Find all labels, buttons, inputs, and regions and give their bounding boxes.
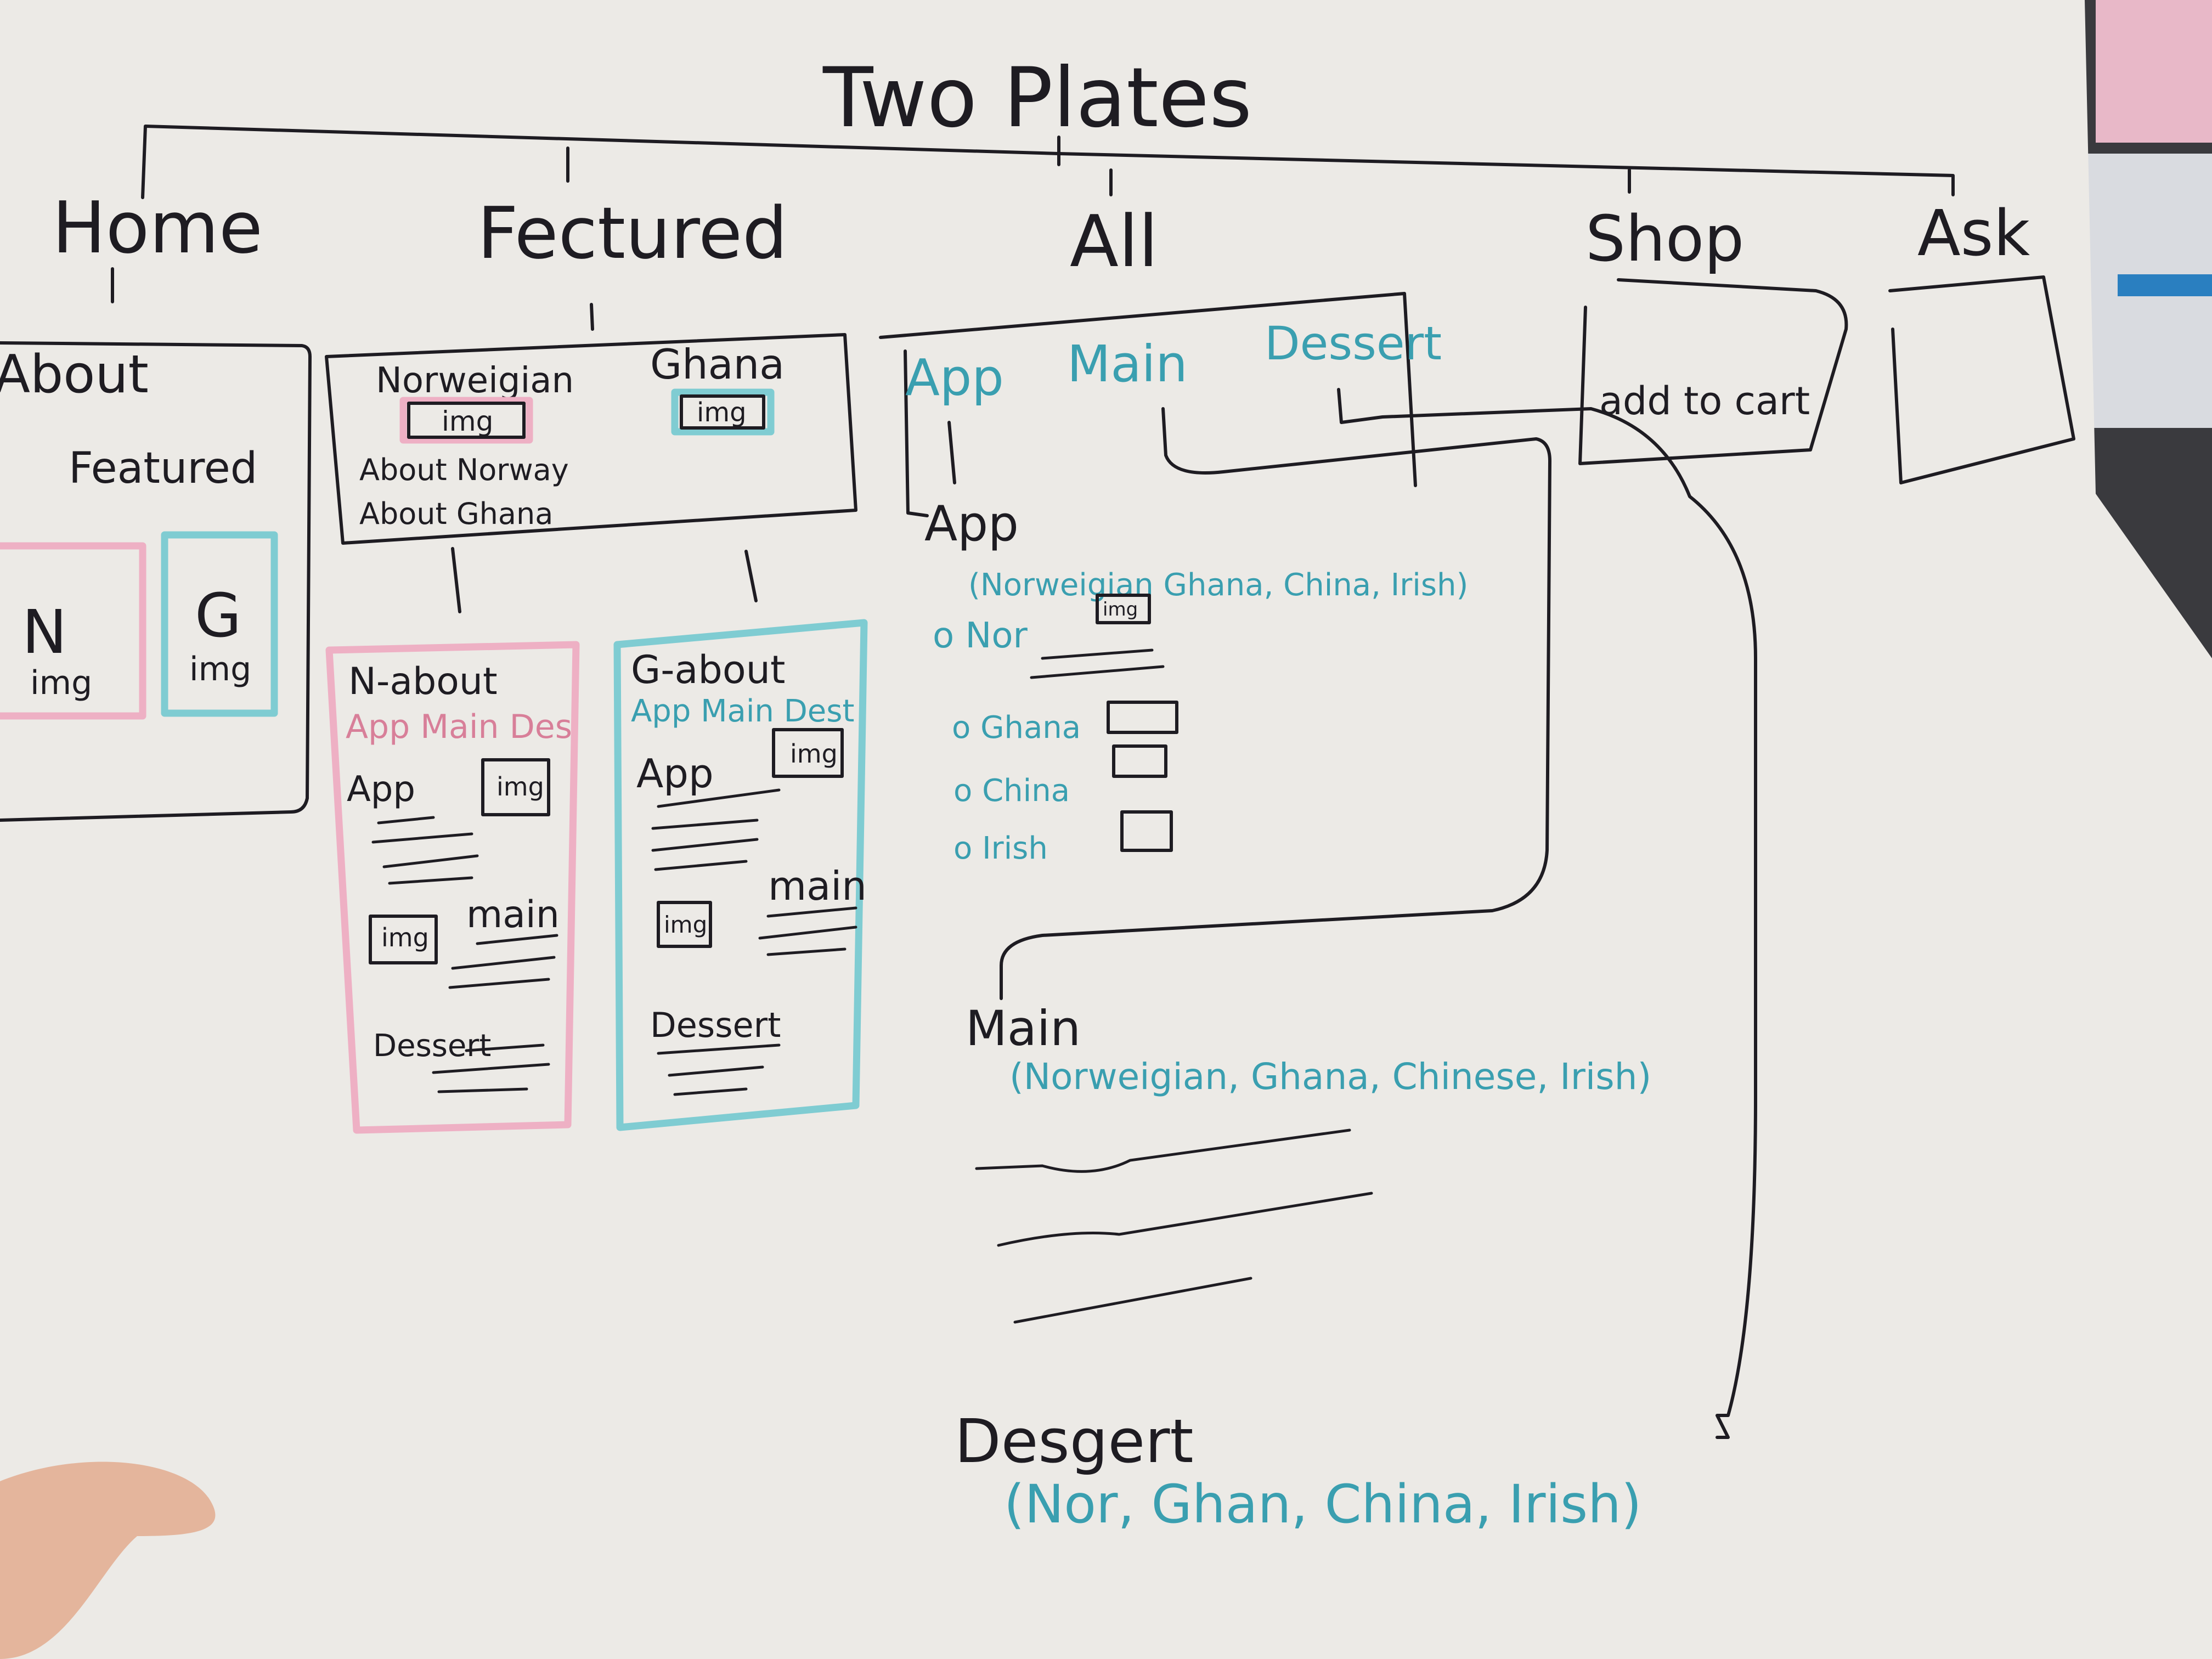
- app-item-ghana-img-box: [1107, 701, 1178, 734]
- home-featured-label: Featured: [69, 444, 257, 493]
- home-box: [0, 341, 312, 822]
- nav-featured[interactable]: Fectured: [477, 191, 788, 275]
- n-about-subnav[interactable]: App Main Des: [346, 708, 572, 746]
- n-about-title: N-about: [348, 660, 498, 703]
- main-section-list: (Norweigian, Ghana, Chinese, Irish): [1009, 1056, 1651, 1098]
- n-about-app-text-lines: [371, 816, 479, 885]
- all-dessert-connector: [1337, 388, 1757, 1439]
- home-n-img: img: [30, 664, 92, 702]
- app-item-nor-img: img: [1103, 599, 1138, 620]
- g-about-app-img: img: [790, 739, 838, 769]
- n-about-app-img-box: [481, 758, 550, 816]
- nav-shop[interactable]: Shop: [1585, 202, 1744, 276]
- app-item-nor[interactable]: o Nor: [933, 616, 1028, 656]
- all-box-left: [904, 349, 929, 517]
- ask-box: [1888, 275, 2075, 484]
- all-box: [879, 292, 1417, 487]
- n-about-page: [325, 641, 580, 1134]
- n-about-stem: [451, 547, 461, 613]
- featured-box: [325, 333, 857, 545]
- all-dessert-tab[interactable]: Dessert: [1265, 317, 1442, 370]
- nav-all[interactable]: All: [1070, 200, 1158, 283]
- app-item-china-img-box: [1112, 744, 1167, 778]
- app-section-heading: App: [924, 495, 1019, 552]
- n-about-dessert: Dessert: [373, 1028, 491, 1064]
- pink-notebook: [2096, 0, 2212, 143]
- home-g-img: img: [189, 650, 251, 689]
- home-g-letter: G: [195, 580, 241, 651]
- shop-box: [1578, 278, 1848, 465]
- home-g-card[interactable]: [161, 531, 278, 717]
- thumb: [0, 1462, 216, 1659]
- featured-norwegian-label: Norweigian: [376, 360, 574, 401]
- all-app-connector: [947, 421, 956, 484]
- featured-about-ghana[interactable]: About Ghana: [359, 496, 553, 531]
- featured-about-norway[interactable]: About Norway: [359, 453, 569, 487]
- featured-norwegian-img-frame: [399, 397, 533, 444]
- g-about-dessert: Dessert: [650, 1005, 781, 1045]
- app-item-ghana[interactable]: o Ghana: [952, 710, 1081, 746]
- featured-ghana-img-box[interactable]: [680, 394, 765, 430]
- featured-norwegian-img-box[interactable]: [407, 402, 526, 439]
- g-about-page: [613, 619, 868, 1131]
- featured-ghana-label: Ghana: [650, 340, 785, 388]
- featured-ghana-img-frame: [671, 388, 775, 436]
- all-main-tab[interactable]: Main: [1067, 335, 1188, 393]
- all-app-tab[interactable]: App: [905, 348, 1004, 407]
- n-about-app-img: img: [496, 772, 544, 802]
- app-item-irish-img-box: [1120, 810, 1173, 852]
- g-about-main-img: img: [664, 911, 707, 938]
- home-n-card[interactable]: [0, 542, 146, 720]
- shop-add-to-cart[interactable]: add to cart: [1599, 379, 1810, 424]
- featured-ghana-img: img: [697, 397, 747, 428]
- g-about-app-text-lines: [651, 788, 781, 871]
- app-item-irish[interactable]: o Irish: [953, 831, 1048, 866]
- dessert-section-heading: Desgert: [955, 1406, 1194, 1476]
- n-about-main-img: img: [381, 923, 429, 952]
- nav-home[interactable]: Home: [52, 186, 263, 269]
- blue-pen: [2118, 274, 2212, 296]
- home-n-letter: N: [22, 597, 67, 667]
- n-about-main-img-box: [369, 915, 438, 964]
- g-about-main-img-box: [657, 901, 712, 948]
- app-item-china[interactable]: o China: [953, 773, 1070, 809]
- home-about-label: About: [0, 345, 149, 405]
- g-about-main-text-lines: [758, 906, 857, 956]
- g-about-stem: [744, 550, 758, 602]
- g-about-main: main: [768, 863, 867, 909]
- n-about-main-text-lines: [448, 934, 558, 989]
- g-about-app: App: [636, 751, 714, 797]
- g-about-subnav[interactable]: App Main Dest: [631, 693, 854, 729]
- main-section-heading: Main: [966, 1000, 1081, 1057]
- n-about-dessert-text-lines: [432, 1043, 550, 1093]
- n-about-app: App: [347, 769, 415, 810]
- main-section-text-lines: [975, 1128, 1373, 1324]
- g-about-title: G-about: [631, 647, 785, 692]
- n-about-main: main: [466, 893, 560, 936]
- dessert-section-list: (Nor, Ghan, China, Irish): [1004, 1474, 1641, 1535]
- app-section-list: (Norweigian Ghana, China, Irish): [968, 567, 1468, 603]
- site-title: Two Plates: [822, 50, 1252, 146]
- g-about-dessert-text-lines: [657, 1043, 781, 1096]
- featured-box-stem: [590, 303, 594, 331]
- g-about-app-img-box: [772, 728, 844, 778]
- app-item-nor-text-lines: [1030, 648, 1165, 679]
- app-item-nor-img-box: [1096, 594, 1151, 624]
- featured-norwegian-img: img: [442, 405, 493, 437]
- all-main-connector: [1000, 407, 1551, 1000]
- nav-ask[interactable]: Ask: [1917, 197, 2030, 270]
